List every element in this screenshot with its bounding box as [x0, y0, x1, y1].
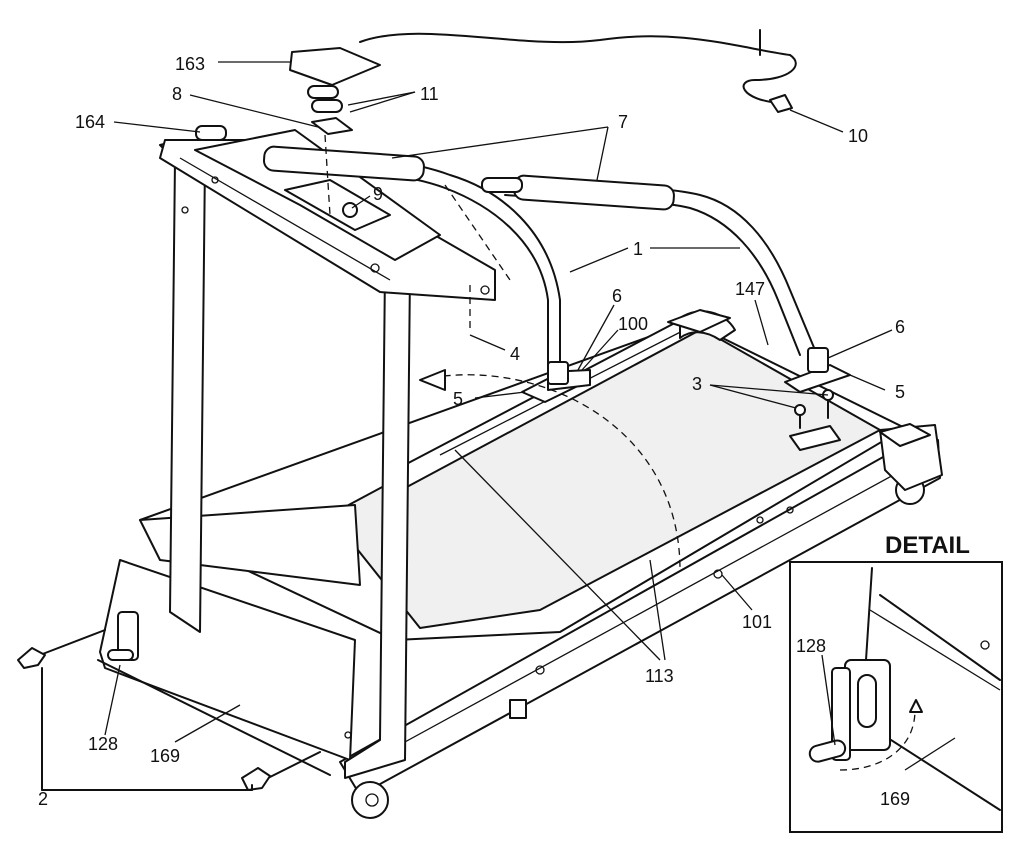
label-169-detail: 169 — [880, 789, 910, 809]
label-8: 8 — [172, 84, 182, 104]
label-128-detail: 128 — [796, 636, 826, 656]
knob-assembly — [17, 611, 321, 791]
label-11: 11 — [420, 84, 439, 104]
label-9: 9 — [373, 184, 383, 204]
detail-title: DETAIL — [885, 532, 970, 559]
label-113: 113 — [645, 666, 674, 686]
leader-lines — [104, 61, 893, 743]
upright-frame — [159, 129, 496, 779]
label-147: 147 — [735, 279, 765, 299]
label-2: 2 — [38, 789, 48, 809]
detail-inset — [789, 561, 1003, 833]
label-10: 10 — [848, 126, 868, 146]
label-3: 3 — [692, 374, 702, 394]
label-164: 164 — [75, 112, 105, 132]
label-5-right: 5 — [895, 382, 905, 402]
label-5-left: 5 — [453, 389, 463, 409]
label-6-left: 6 — [612, 286, 622, 306]
label-1: 1 — [633, 239, 643, 259]
part-labels: 163 8 11 164 7 9 10 1 147 6 100 6 4 5 3 … — [38, 54, 970, 809]
label-4: 4 — [510, 344, 520, 364]
label-6-right: 6 — [895, 317, 905, 337]
console-parts — [195, 29, 797, 330]
label-163: 163 — [175, 54, 205, 74]
label-7: 7 — [618, 112, 628, 132]
label-128-main: 128 — [88, 734, 118, 754]
label-100: 100 — [618, 314, 648, 334]
label-169-main: 169 — [150, 746, 180, 766]
handrails — [262, 145, 851, 429]
label-101: 101 — [742, 612, 772, 632]
